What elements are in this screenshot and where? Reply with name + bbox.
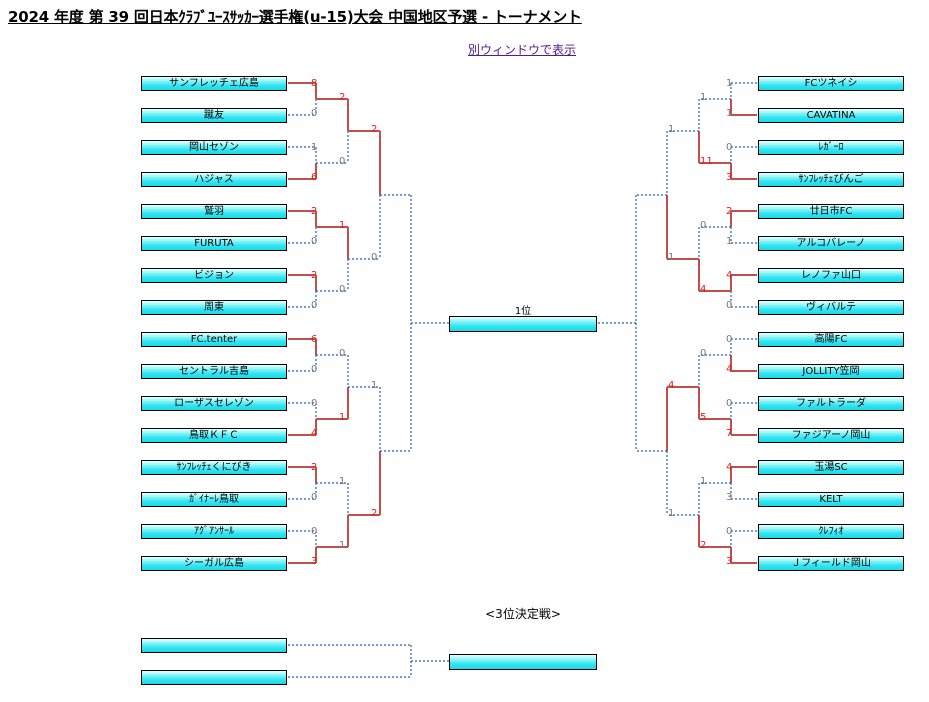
score-left-r2-1: 2 [339,92,346,103]
team-right-7[interactable]: レノファ山口 [758,268,904,283]
team-right-5[interactable]: 廿日市FC [758,204,904,219]
score-left-r1-9: 6 [311,334,318,345]
score-left-r1-4: 6 [311,172,318,183]
score-left-r1-10: 0 [311,364,318,375]
team-left-1[interactable]: サンフレッチェ広島 [141,76,287,91]
score-left-r2-7: 1 [339,476,346,487]
score-right-r1-11: 0 [726,398,733,409]
score-right-r1-16: 3 [726,556,733,567]
score-right-r1-7: 4 [726,270,733,281]
score-right-r2-5: 0 [700,348,707,359]
score-left-r1-3: 1 [311,142,318,153]
third-place-heading: <3位決定戦> [485,607,561,621]
team-right-4[interactable]: ｻﾝﾌﾚｯﾁｪびんご [758,172,904,187]
score-right-r3-1: 1 [668,124,675,135]
champion-label: 1位 [514,306,532,317]
score-right-r1-2: 1 [726,108,733,119]
score-left-r1-12: 4 [311,428,318,439]
team-right-9[interactable]: 高陽FC [758,332,904,347]
score-left-r1-6: 0 [311,236,318,247]
score-left-r1-16: 3 [311,556,318,567]
team-left-14[interactable]: ｶﾞｲﾅｰﾚ鳥取 [141,492,287,507]
score-left-r3-3: 1 [371,380,378,391]
third-place-team-slot[interactable] [141,670,287,685]
score-left-r1-5: 2 [311,206,318,217]
score-right-r1-10: 4 [726,364,733,375]
score-left-r1-15: 0 [311,526,318,537]
team-left-10[interactable]: セントラル吉島 [141,364,287,379]
team-right-2[interactable]: CAVATINA [758,108,904,123]
score-right-r1-5: 2 [726,206,733,217]
champion-box [449,316,597,332]
score-left-r2-5: 0 [339,348,346,359]
score-left-r3-4: 2 [371,508,378,519]
team-right-16[interactable]: Ｊフィールド岡山 [758,556,904,571]
team-right-8[interactable]: ヴィバルテ [758,300,904,315]
team-right-14[interactable]: KELT [758,492,904,507]
score-right-r2-2: 11 [700,156,713,167]
score-left-r1-8: 0 [311,300,318,311]
score-left-r2-2: 0 [339,156,346,167]
team-left-6[interactable]: FURUTA [141,236,287,251]
score-left-r1-1: 8 [311,78,318,89]
team-left-15[interactable]: ｱｸﾞｱﾝｻｰﾙ [141,524,287,539]
team-right-1[interactable]: FCツネイシ [758,76,904,91]
score-right-r2-7: 1 [700,476,707,487]
team-left-11[interactable]: ローザスセレゾン [141,396,287,411]
score-left-r1-7: 2 [311,270,318,281]
score-left-r1-14: 0 [311,492,318,503]
score-right-r1-8: 0 [726,300,733,311]
team-right-6[interactable]: アルコバレーノ [758,236,904,251]
team-right-13[interactable]: 玉湯SC [758,460,904,475]
open-new-window-link[interactable]: 別ウィンドウで表示 [468,43,577,57]
third-place-team-slot[interactable] [141,638,287,653]
score-left-r3-1: 2 [371,124,378,135]
team-right-12[interactable]: ファジアーノ岡山 [758,428,904,443]
score-right-r1-14: 3 [726,492,733,503]
team-left-3[interactable]: 岡山セゾン [141,140,287,155]
score-left-r1-2: 0 [311,108,318,119]
team-left-4[interactable]: ハジャス [141,172,287,187]
page-title: 2024 年度 第 39 回日本ｸﾗﾌﾞﾕｰｽｻｯｶｰ選手権(u-15)大会 中… [8,8,582,26]
score-right-r2-8: 2 [700,540,707,551]
third-place-winner-box [449,654,597,670]
score-right-r1-3: 0 [726,142,733,153]
score-left-r1-13: 2 [311,462,318,473]
score-right-r2-1: 1 [700,92,707,103]
score-right-r1-13: 4 [726,462,733,473]
team-left-13[interactable]: ｻﾝﾌﾚｯﾁｪくにびき [141,460,287,475]
score-right-r2-3: 0 [700,220,707,231]
score-right-r2-6: 5 [700,412,707,423]
score-right-r1-15: 0 [726,526,733,537]
team-right-3[interactable]: ﾚｶﾞｰﾛ [758,140,904,155]
team-left-9[interactable]: FC.tenter [141,332,287,347]
score-left-r2-4: 0 [339,284,346,295]
score-right-r1-1: 1 [726,78,733,89]
score-left-r1-11: 0 [311,398,318,409]
score-right-r1-9: 0 [726,334,733,345]
score-right-r1-4: 3 [726,172,733,183]
team-left-7[interactable]: ビジョン [141,268,287,283]
team-right-15[interactable]: ｸﾚﾌｨｵ [758,524,904,539]
team-left-16[interactable]: シーガル広島 [141,556,287,571]
score-right-r3-4: 1 [668,508,675,519]
score-right-r3-3: 4 [668,380,675,391]
team-left-5[interactable]: 鷲羽 [141,204,287,219]
team-left-2[interactable]: 蹴友 [141,108,287,123]
team-left-8[interactable]: 周東 [141,300,287,315]
score-left-r3-2: 0 [371,252,378,263]
team-right-11[interactable]: ファルトラーダ [758,396,904,411]
score-right-r1-6: 1 [726,236,733,247]
score-right-r2-4: 4 [700,284,707,295]
score-right-r3-2: 1 [668,252,675,263]
team-right-10[interactable]: JOLLITY笠岡 [758,364,904,379]
team-left-12[interactable]: 鳥取ＫＦＣ [141,428,287,443]
score-left-r2-8: 1 [339,540,346,551]
score-left-r2-6: 1 [339,412,346,423]
score-right-r1-12: 7 [726,428,733,439]
score-left-r2-3: 1 [339,220,346,231]
